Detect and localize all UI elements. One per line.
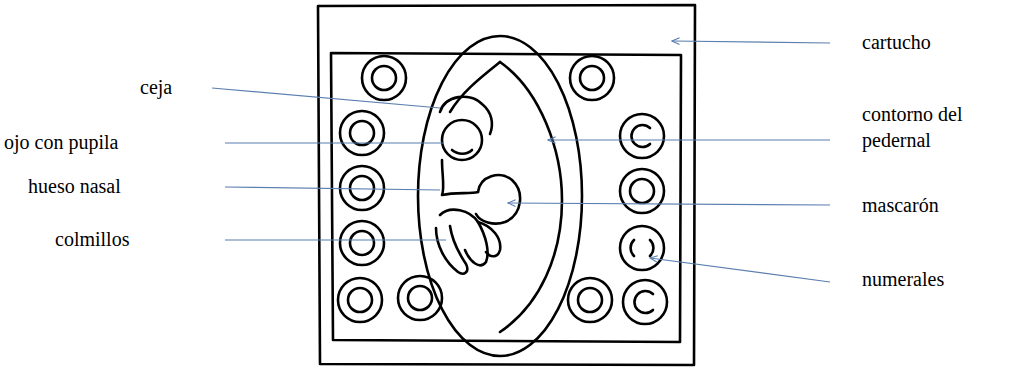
leader-lines (212, 41, 830, 282)
numeral-circle (570, 56, 614, 100)
part-label: cartucho (862, 29, 931, 55)
numeral-circle (362, 56, 406, 100)
leader-line (548, 139, 830, 140)
fang (478, 222, 500, 256)
fang (440, 210, 488, 266)
numeral-circle (348, 288, 372, 312)
cartouche-inner (331, 53, 681, 342)
part-label: mascarón (862, 192, 939, 218)
part-label: contorno del pedernal (862, 101, 1002, 153)
cartouche-outer (318, 5, 695, 365)
flint-inner-outline (450, 62, 500, 112)
leader-line (225, 239, 446, 240)
leader-line (225, 142, 444, 143)
leader-line (672, 41, 830, 43)
mask-face (436, 97, 520, 274)
leader-line (650, 258, 830, 282)
flint-inner-outline (500, 62, 562, 332)
numeral-circle (340, 221, 384, 265)
leader-line (212, 88, 440, 108)
leader-line (225, 187, 440, 190)
numeral-circle (340, 111, 384, 155)
numeral-mark (631, 125, 650, 147)
flint-outline (418, 36, 582, 356)
numeral-circles (338, 56, 667, 324)
numeral-circle (620, 114, 664, 158)
numeral-circle (340, 166, 384, 210)
eyebrow (440, 97, 492, 134)
numeral-circle (620, 169, 664, 213)
part-label: numerales (862, 266, 944, 292)
numeral-circle (350, 121, 374, 145)
fang (436, 226, 467, 274)
part-label: colmillos (55, 226, 129, 252)
part-label: hueso nasal (28, 173, 121, 199)
numeral-circle (350, 176, 374, 200)
leader-line (508, 203, 830, 205)
mask-snout (476, 175, 520, 223)
numeral-circle (568, 278, 612, 322)
pupil (452, 150, 472, 154)
numeral-circle (338, 278, 382, 322)
numeral-circle (580, 66, 604, 90)
part-label: ceja (140, 74, 172, 100)
numeral-mark (634, 291, 653, 313)
numeral-circle (372, 66, 396, 90)
eye (442, 120, 482, 160)
numeral-circle (620, 226, 664, 270)
numeral-mark (631, 240, 654, 256)
part-label: ojo con pupila (4, 129, 118, 155)
numeral-circle (623, 280, 667, 324)
numeral-circle (350, 231, 374, 255)
numeral-circle (578, 288, 602, 312)
numeral-circle (408, 286, 432, 310)
nasal-bone (442, 160, 478, 195)
numeral-circle (630, 179, 654, 203)
